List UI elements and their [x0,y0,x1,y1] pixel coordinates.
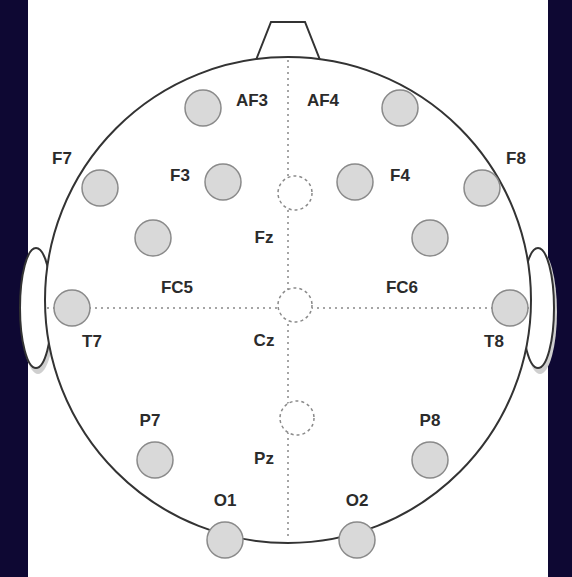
electrode-label: T8 [484,333,504,350]
electrode [54,290,90,326]
electrode [205,164,241,200]
nose [256,22,320,60]
electrode [339,522,375,558]
electrode-label: F3 [170,167,190,184]
electrode-label: AF3 [236,92,268,109]
electrode-label: FC6 [386,279,418,296]
electrode [492,290,528,326]
electrode-label: F7 [52,150,72,167]
electrode [185,90,221,126]
electrode-label: F8 [506,150,526,167]
reference-electrode [278,176,312,210]
electrode [412,442,448,478]
electrode-label: Cz [254,332,275,349]
head-outline [45,57,531,543]
electrode [82,170,118,206]
electrode [464,170,500,206]
electrode [137,442,173,478]
white-panel [28,0,548,577]
reference-electrode [280,401,314,435]
electrode-label: P7 [140,412,161,429]
electrode [412,220,448,256]
electrode-label: F4 [390,167,410,184]
electrode [135,220,171,256]
electrode-label: Pz [254,450,274,467]
electrode [337,164,373,200]
electrode [207,522,243,558]
reference-electrode [278,288,312,322]
electrode-label: O1 [214,492,237,509]
electrode-label: FC5 [161,279,193,296]
electrode-label: O2 [346,492,369,509]
electrode-label: T7 [82,333,102,350]
electrode [382,90,418,126]
electrode-label: P8 [420,412,441,429]
electrode-label: Fz [255,229,274,246]
electrode-label: AF4 [307,92,339,109]
